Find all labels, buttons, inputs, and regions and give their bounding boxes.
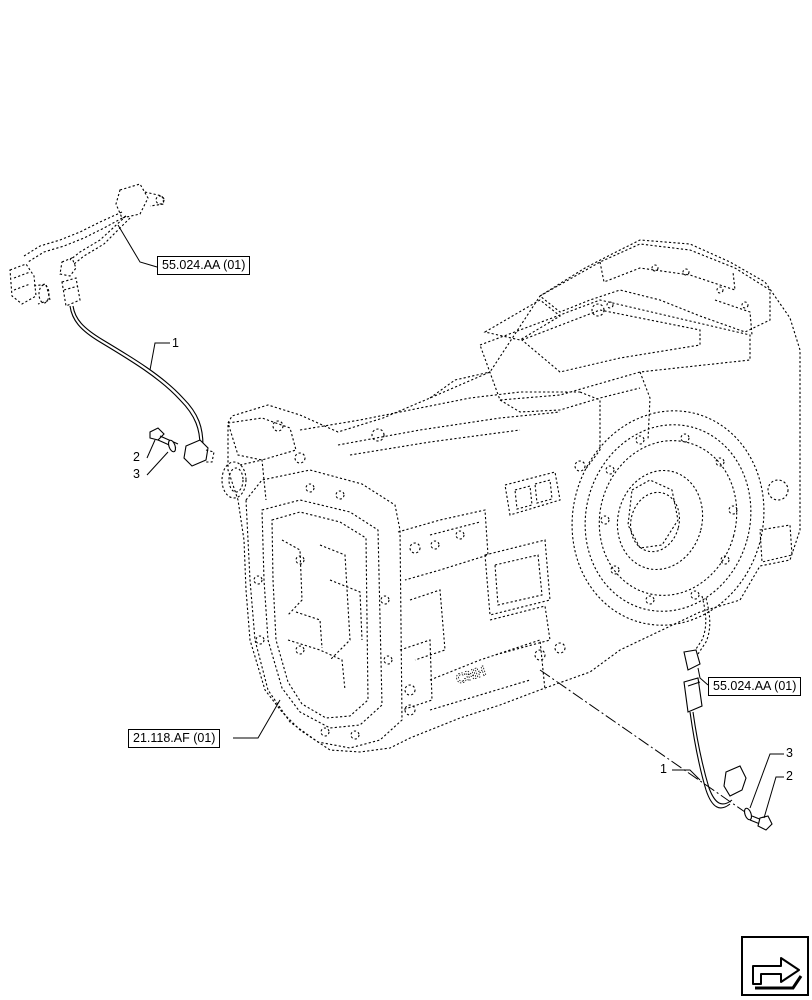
flange-bolt-circle	[600, 433, 738, 605]
callout-2-left: 2	[133, 450, 140, 464]
left-bolt-and-washer	[149, 427, 179, 453]
left-sensor-harness	[9, 183, 215, 467]
housing-bolt-bosses	[253, 264, 749, 740]
leader-lines	[117, 224, 784, 819]
reference-harness-right[interactable]: 55.024.AA (01)	[708, 677, 802, 696]
rear-flange-ring	[571, 410, 793, 626]
reference-harness-top[interactable]: 55.024.AA (01)	[157, 256, 251, 275]
cnh-logo: CNH	[454, 662, 488, 687]
transmission-housing: CNH	[221, 239, 801, 753]
right-sensor-harness	[683, 595, 747, 809]
callout-1-right: 1	[660, 762, 667, 776]
callout-3-right: 3	[786, 746, 793, 760]
callout-3-left: 3	[133, 467, 140, 481]
next-page-arrow-icon[interactable]	[741, 936, 809, 996]
right-bolt-and-washer	[743, 807, 773, 831]
alignment-centerline	[539, 669, 746, 813]
callout-2-right: 2	[786, 769, 793, 783]
reference-housing[interactable]: 21.118.AF (01)	[128, 729, 221, 748]
callout-1-left: 1	[172, 336, 179, 350]
